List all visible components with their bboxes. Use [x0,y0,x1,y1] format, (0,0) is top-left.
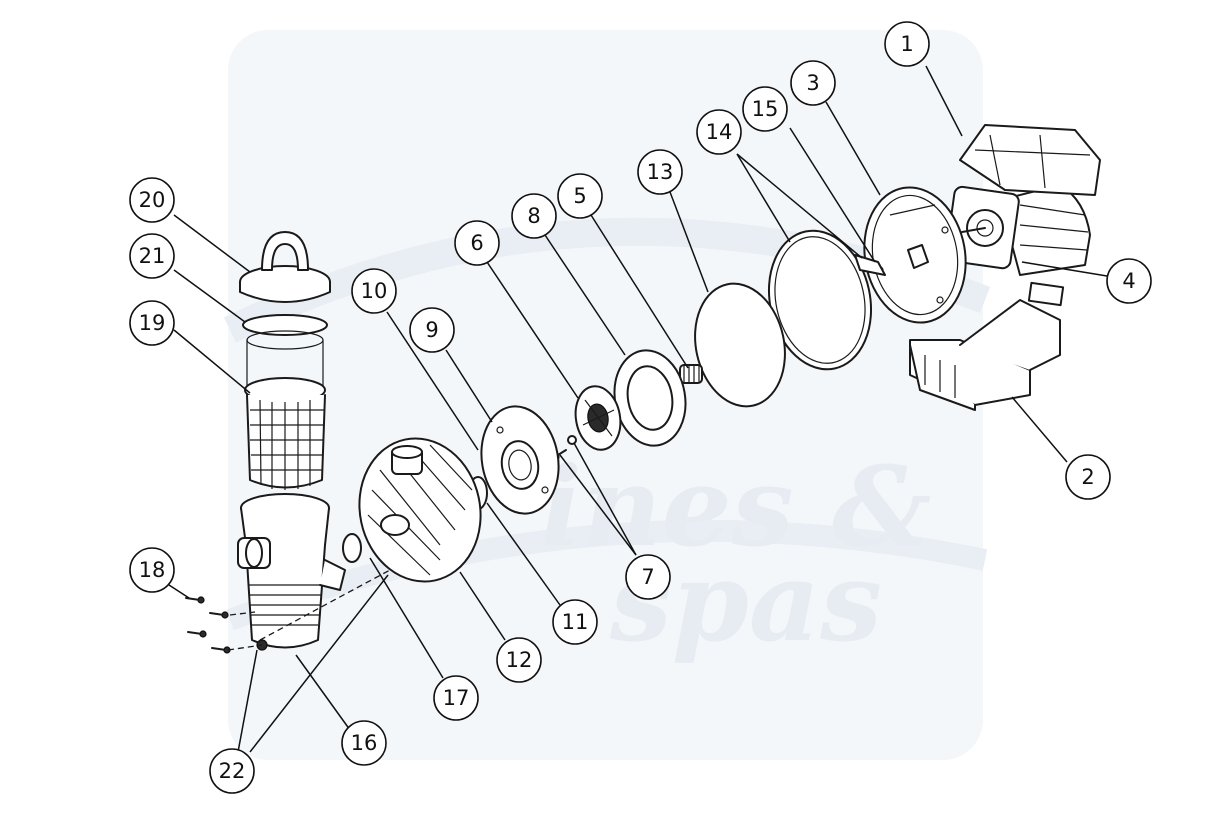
callout-17: 17 [433,675,479,721]
callout-12-text: 12 [506,648,533,672]
part-lid [239,231,331,303]
part-o-ring-large [694,282,786,408]
part-motor [945,124,1101,276]
leader-3 [825,101,881,196]
callout-15-text: 15 [752,97,779,121]
watermark-line1: ines & [540,442,931,571]
leader-20 [173,214,251,273]
callout-8-text: 8 [527,204,540,228]
callout-10: 10 [351,268,397,314]
callout-18-text: 18 [139,558,166,582]
leader-4 [1021,261,1108,277]
callout-7-text: 7 [641,565,654,589]
callout-9-text: 9 [425,318,438,342]
leader-10 [386,311,479,451]
part-bolts-18 [185,569,391,654]
callout-10-text: 10 [361,279,388,303]
callout-16-text: 16 [351,731,378,755]
leader-13 [669,191,709,293]
leader-18 [168,584,190,599]
part-clamp-band [767,229,886,371]
part-diffuser-ring [613,349,687,447]
callout-15: 15 [742,86,788,132]
leader-9 [445,349,493,423]
leader-22a [237,649,258,753]
callout-3: 3 [790,60,836,106]
leader-14b [736,153,863,259]
callout-21-text: 21 [139,244,166,268]
leader-22b [249,574,389,753]
callout-12: 12 [496,637,542,683]
leader-16 [295,654,351,731]
callout-18: 18 [129,547,175,593]
part-strainer-pot [237,493,346,651]
callout-3-text: 3 [806,71,819,95]
callout-13-text: 13 [647,160,674,184]
callout-22: 22 [209,748,255,794]
part-o-ring-17 [342,533,362,563]
part-lid-gasket [242,314,328,336]
leader-21 [173,269,246,323]
leader-7a [573,442,637,556]
leader-12 [459,571,506,641]
callout-9: 9 [409,307,455,353]
part-base-bracket [909,281,1065,411]
callout-5-text: 5 [573,184,586,208]
callout-14-text: 14 [706,120,733,144]
callout-1-text: 1 [900,32,913,56]
callout-20: 20 [129,177,175,223]
callout-13: 13 [637,149,683,195]
callout-4-text: 4 [1122,269,1135,293]
leader-2 [1011,396,1068,463]
leader-15 [789,127,876,263]
callout-2: 2 [1065,454,1111,500]
leader-11 [486,502,561,606]
callout-4: 4 [1106,258,1152,304]
part-pump-housing [358,437,482,583]
part-mechanical-seal [679,364,703,384]
callout-5: 5 [557,173,603,219]
callout-6: 6 [454,220,500,266]
callout-20-text: 20 [139,188,166,212]
leader-7b [559,454,637,556]
callout-11-text: 11 [562,610,589,634]
leader-5 [590,214,689,369]
leader-14a [736,153,791,243]
part-impeller [574,385,622,451]
callout-17-text: 17 [443,686,470,710]
callout-8: 8 [511,193,557,239]
callout-19: 19 [129,300,175,346]
callout-2-text: 2 [1081,465,1094,489]
leader-19 [173,329,251,394]
callout-16: 16 [341,720,387,766]
callout-14: 14 [696,109,742,155]
callout-21: 21 [129,233,175,279]
leader-lines [168,65,1108,753]
label-callouts: 1 2 3 4 5 6 7 8 9 10 11 12 13 14 15 16 1… [129,21,1152,794]
part-cover-plate [480,405,560,515]
callout-1: 1 [884,21,930,67]
part-strainer-basket [244,330,326,490]
leader-1 [925,65,963,137]
callout-11: 11 [552,599,598,645]
callout-22-text: 22 [219,759,246,783]
leader-17 [369,557,444,679]
callout-19-text: 19 [139,311,166,335]
callout-7: 7 [625,554,671,600]
leader-6 [486,261,579,399]
callout-6-text: 6 [470,231,483,255]
leader-8 [544,234,626,356]
